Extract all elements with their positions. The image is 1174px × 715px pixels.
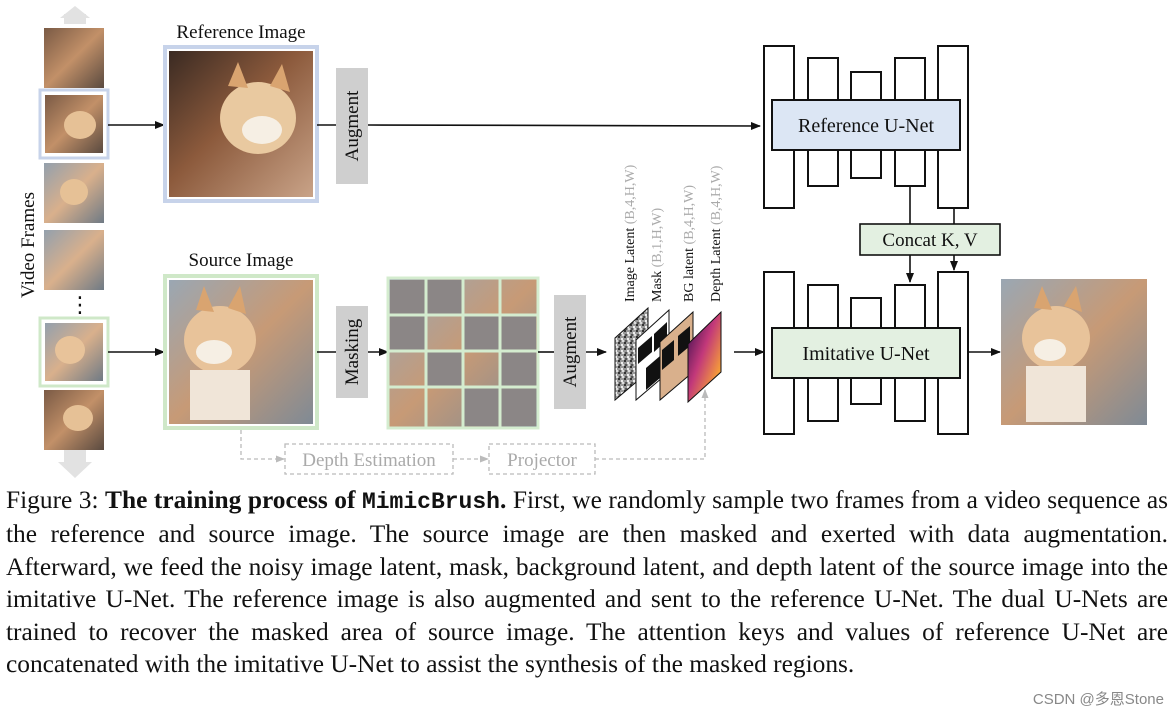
projector-label: Projector — [507, 450, 577, 471]
figure-caption: Figure 3: The training process of MimicB… — [6, 484, 1168, 680]
reference-augment-block: Augment — [336, 68, 368, 184]
caption-bold-title: The training process of MimicBrush. — [105, 486, 507, 515]
depth-estimation-label: Depth Estimation — [302, 450, 436, 471]
method-name: MimicBrush — [361, 489, 500, 515]
csdn-watermark: CSDN @多恩Stone — [1032, 691, 1164, 708]
video-frame — [44, 28, 104, 88]
video-frame — [44, 390, 104, 450]
video-frame — [44, 230, 104, 290]
frames-ellipsis: ⋮ — [69, 293, 91, 318]
masking-label: Masking — [342, 318, 363, 385]
latent-stack — [614, 306, 722, 404]
reference-augment-label: Augment — [342, 90, 363, 161]
source-image-label: Source Image — [189, 250, 294, 271]
depth-branch: Depth Estimation Projector — [240, 389, 709, 475]
depth-latent-label: Depth Latent (B,4,H,W) — [709, 165, 724, 302]
output-image — [1001, 279, 1147, 425]
source-augment-label: Augment — [560, 316, 581, 387]
masked-source-image — [386, 276, 540, 430]
reference-image-label: Reference Image — [176, 22, 305, 43]
imitative-unet: Imitative U-Net — [763, 271, 969, 435]
video-frame — [44, 163, 104, 223]
reference-unet: Reference U-Net — [763, 45, 969, 209]
concat-kv-block: Concat K, V — [859, 223, 1001, 256]
image-latent-label: Image Latent (B,4,H,W) — [623, 164, 638, 302]
masking-block: Masking — [336, 306, 368, 398]
source-image — [163, 274, 319, 430]
reference-unet-label: Reference U-Net — [798, 115, 934, 137]
figure-number: Figure 3: — [6, 486, 106, 514]
bg-latent — [659, 310, 694, 402]
video-frames-label: Video Frames — [18, 192, 39, 298]
reference-image — [163, 45, 319, 203]
source-augment-block: Augment — [554, 295, 586, 409]
training-diagram: ⋮ Video Frames Reference Image Augment R… — [18, 6, 1147, 478]
video-frame-selected-reference — [38, 88, 110, 160]
video-frame-selected-source — [38, 316, 110, 388]
mask-label: Mask (B,1,H,W) — [650, 208, 665, 302]
video-frames-strip: ⋮ — [38, 6, 110, 478]
caption-body: First, we randomly sample two frames fro… — [6, 486, 1168, 679]
depth-latent — [687, 310, 722, 404]
bg-latent-label: BG latent (B,4,H,W) — [682, 185, 697, 302]
imitative-unet-label: Imitative U-Net — [802, 343, 930, 365]
concat-kv-label: Concat K, V — [882, 230, 977, 251]
